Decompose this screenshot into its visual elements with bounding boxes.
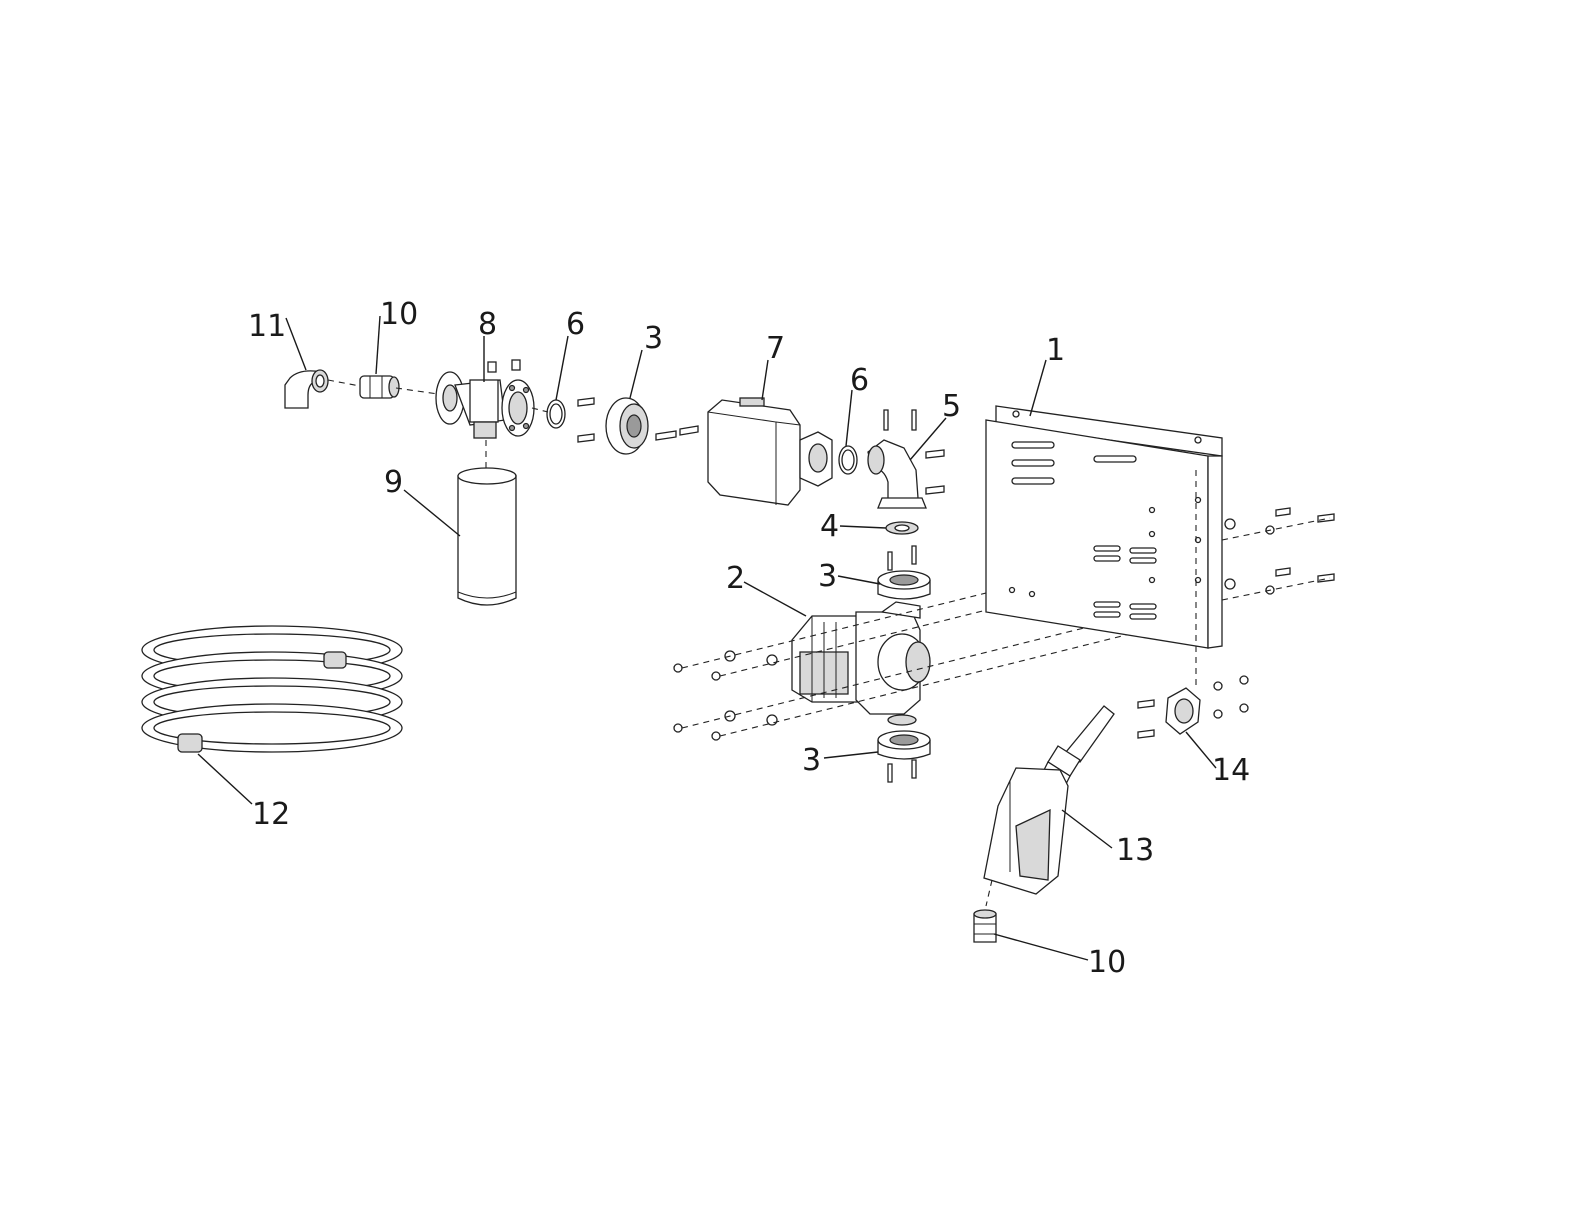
bearing-bottom-part — [877, 714, 931, 760]
dispensing-nozzle-part — [983, 705, 1115, 895]
callout-2: 2 — [726, 561, 745, 596]
callout-6-right: 6 — [850, 363, 869, 398]
callout-10-top: 10 — [380, 297, 418, 332]
mounting-hardware-right — [1195, 470, 1335, 690]
o-ring-left-part — [546, 399, 566, 429]
mounting-hardware-left — [673, 650, 778, 741]
bolts-group-b — [655, 425, 699, 441]
o-ring-right-part — [838, 445, 858, 475]
callout-10-bottom: 10 — [1088, 945, 1126, 980]
filter-head-part — [435, 359, 535, 439]
axis-line — [985, 879, 993, 907]
callout-8: 8 — [478, 307, 497, 342]
hose-clamp-part — [1137, 675, 1249, 739]
callout-11: 11 — [248, 309, 286, 344]
callout-labels: 11 10 8 6 3 7 6 5 1 9 4 3 2 3 14 13 10 1… — [248, 297, 1250, 980]
pump-motor-part — [791, 601, 931, 715]
callout-9: 9 — [384, 465, 403, 500]
leader-lines — [197, 315, 1217, 961]
coiled-hose-part — [141, 625, 403, 753]
callout-5: 5 — [942, 389, 961, 424]
callout-6-left: 6 — [566, 307, 585, 342]
callout-3-bottom: 3 — [802, 743, 821, 778]
callout-13: 13 — [1116, 833, 1154, 868]
flange-bearing-top-part — [605, 397, 649, 455]
mounting-plate-part — [985, 405, 1223, 649]
outlet-elbow-part — [867, 439, 927, 509]
bolts-group-a — [577, 397, 595, 443]
callout-12: 12 — [252, 797, 290, 832]
callout-14: 14 — [1212, 753, 1250, 788]
bolts-group-d — [887, 545, 917, 571]
elbow-fitting-part — [284, 369, 329, 409]
callout-1: 1 — [1046, 333, 1065, 368]
callout-4: 4 — [820, 509, 839, 544]
axis-line — [531, 407, 549, 413]
callout-3-mid: 3 — [818, 559, 837, 594]
axis-line — [395, 387, 439, 395]
axis-line — [327, 379, 361, 387]
bolts-group-e — [887, 759, 917, 783]
adapter-fitting-top-part — [359, 375, 400, 399]
bolts-group-c — [883, 409, 945, 495]
filter-canister-part — [457, 467, 517, 606]
washer-part — [885, 521, 919, 535]
meter-body-part — [707, 397, 833, 506]
callout-7: 7 — [766, 331, 785, 366]
adapter-fitting-bottom-part — [973, 909, 997, 943]
callout-3-top: 3 — [644, 321, 663, 356]
